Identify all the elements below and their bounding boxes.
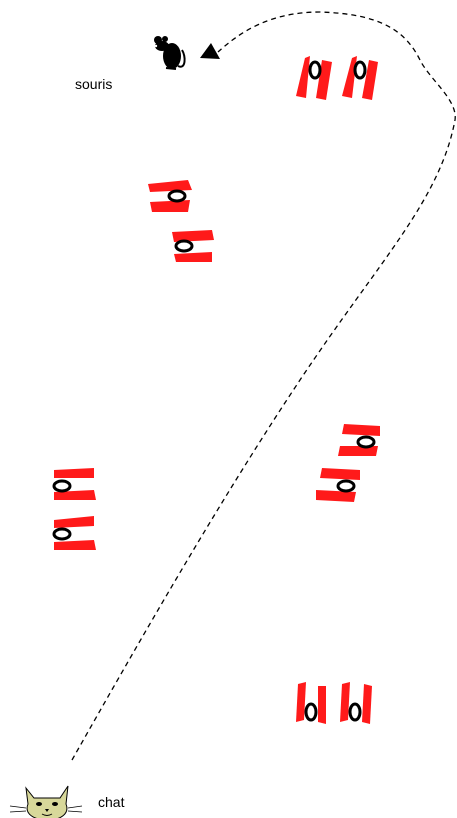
cat-route-path	[72, 12, 455, 760]
obstacle-item	[296, 56, 332, 100]
obstacle-item	[340, 682, 372, 724]
obstacle-item	[342, 56, 378, 100]
mouse-icon	[154, 36, 185, 69]
obstacle-item	[54, 468, 96, 500]
obstacles-group	[54, 56, 380, 724]
cat-face-icon	[10, 786, 82, 818]
obstacle-item	[296, 682, 326, 724]
obstacle-item	[172, 230, 214, 262]
cat-label: chat	[98, 794, 124, 810]
mouse-label: souris	[75, 76, 112, 92]
arrowhead-icon	[200, 43, 220, 59]
obstacle-item	[338, 424, 380, 456]
obstacle-item	[54, 516, 96, 550]
obstacle-item	[316, 468, 360, 502]
obstacle-item	[148, 180, 192, 212]
